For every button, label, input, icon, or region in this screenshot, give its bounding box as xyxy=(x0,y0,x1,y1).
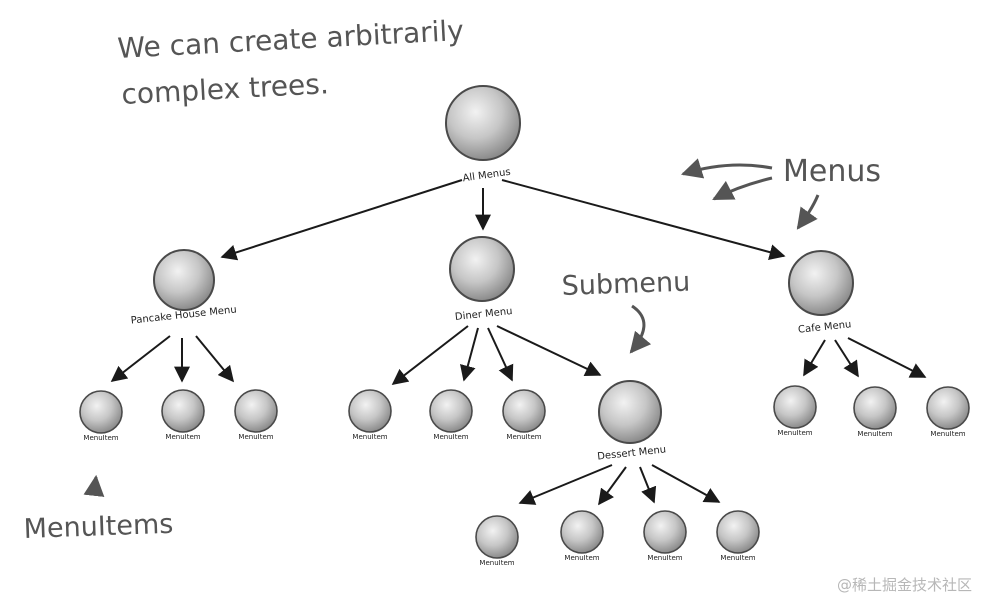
menu-item-node: MenuItem xyxy=(475,515,519,567)
label-cafe-menu: Cafe Menu xyxy=(798,319,852,336)
menu-item-label: MenuItem xyxy=(165,433,200,441)
edge-all-to-pancake xyxy=(220,179,463,261)
menu-item-node: MenuItem xyxy=(161,389,205,441)
label-diner-menu: Diner Menu xyxy=(454,306,513,323)
menu-item-label: MenuItem xyxy=(647,554,682,562)
label-all-menus: All Menus xyxy=(462,167,511,185)
edge-pancake-to-item-3 xyxy=(195,335,235,383)
menu-item-label: MenuItem xyxy=(777,429,812,437)
menu-item-label: MenuItem xyxy=(479,559,514,567)
menuitems-arrow-up-icon xyxy=(83,474,105,497)
edge-diner-to-dessert xyxy=(496,325,602,377)
tree-edges xyxy=(110,179,927,506)
menu-item-node: MenuItem xyxy=(560,510,604,562)
edge-diner-to-item-1 xyxy=(391,325,469,385)
menu-item-label: MenuItem xyxy=(720,554,755,562)
menu-item-node: MenuItem xyxy=(773,385,817,437)
menus-annotation-label: Menus xyxy=(783,154,881,189)
menu-item-label: MenuItem xyxy=(506,433,541,441)
menus-arrow-down-icon xyxy=(796,194,820,230)
menu-item-node: MenuItem xyxy=(853,386,897,438)
menuitems-annotation-label: MenuItems xyxy=(23,509,174,545)
edge-cafe-to-item-2 xyxy=(834,339,859,378)
menu-item-node: MenuItem xyxy=(348,389,392,441)
edge-dessert-to-item-1 xyxy=(518,464,613,505)
menus-arrow-left-icon xyxy=(680,158,773,179)
menu-item-label: MenuItem xyxy=(930,430,965,438)
menu-item-node: MenuItem xyxy=(926,386,970,438)
menus-arrow-left-lower-icon xyxy=(712,176,773,201)
submenu-annotation-label: Submenu xyxy=(561,267,691,302)
edge-diner-to-item-2 xyxy=(460,327,479,382)
menu-item-label: MenuItem xyxy=(83,434,118,442)
submenu-annotation: Submenu xyxy=(561,267,691,354)
menu-item-label: MenuItem xyxy=(433,433,468,441)
menu-item-node: MenuItem xyxy=(429,389,473,441)
edge-dessert-to-item-4 xyxy=(651,464,721,503)
menu-item-node: MenuItem xyxy=(716,510,760,562)
watermark: @稀土掘金技术社区 xyxy=(837,576,972,594)
menuitems-annotation: MenuItems xyxy=(23,474,174,545)
node-diner-menu: Diner Menu xyxy=(449,236,515,323)
submenu-arrow-icon xyxy=(629,304,652,354)
label-dessert-menu: Dessert Menu xyxy=(597,444,667,462)
title-line-1: We can create arbitrarily xyxy=(117,14,465,65)
edge-diner-to-item-3 xyxy=(487,327,514,382)
edge-dessert-to-item-2 xyxy=(598,466,627,506)
node-pancake-house-menu: Pancake House Menu xyxy=(130,249,237,327)
menu-item-label: MenuItem xyxy=(857,430,892,438)
menu-item-node: MenuItem xyxy=(643,510,687,562)
title-line-2: complex trees. xyxy=(121,67,330,111)
node-all-menus: All Menus xyxy=(445,85,521,185)
edge-cafe-to-item-3 xyxy=(847,337,927,378)
edge-all-to-cafe xyxy=(501,179,786,260)
title-annotation: We can create arbitrarily complex trees. xyxy=(117,14,465,111)
menu-item-node: MenuItem xyxy=(234,389,278,441)
menu-item-node: MenuItem xyxy=(79,390,123,442)
node-dessert-menu: Dessert Menu xyxy=(597,380,667,463)
edge-cafe-to-item-1 xyxy=(803,339,826,377)
edge-pancake-to-item-1 xyxy=(110,335,171,382)
menus-annotation: Menus xyxy=(680,154,881,230)
node-cafe-menu: Cafe Menu xyxy=(788,250,854,336)
menu-item-label: MenuItem xyxy=(352,433,387,441)
menu-item-label: MenuItem xyxy=(564,554,599,562)
menu-item-node: MenuItem xyxy=(502,389,546,441)
edge-dessert-to-item-3 xyxy=(639,466,657,504)
menu-item-label: MenuItem xyxy=(238,433,273,441)
